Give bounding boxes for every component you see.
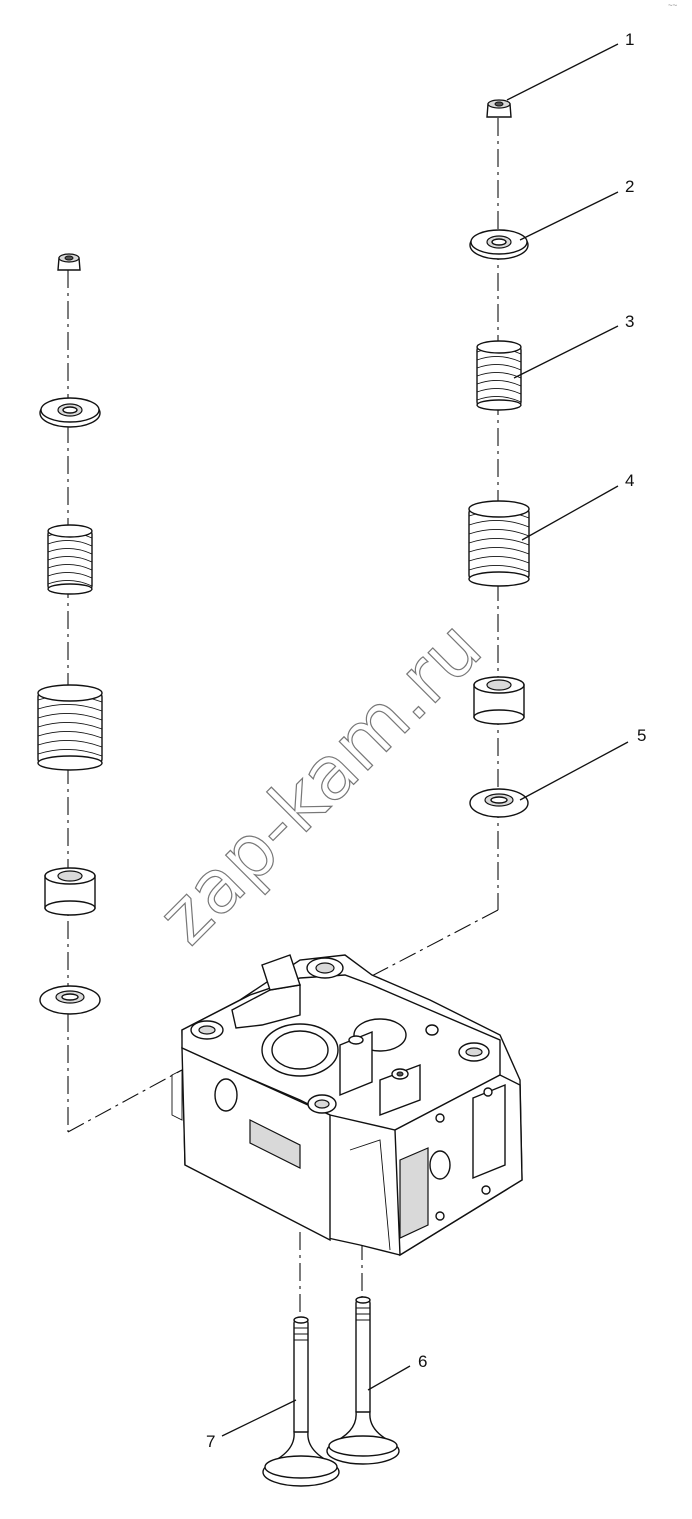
right-valve-stack	[468, 99, 530, 818]
right-valve-stem-seal	[473, 676, 525, 725]
right-spring-washer	[469, 788, 529, 818]
callout-4: 4	[625, 471, 634, 490]
callout-labels: 1 2 3 4 5 6 7	[206, 30, 646, 1451]
watermark-text: zap-kam.ru	[142, 605, 498, 961]
left-inner-spring	[47, 524, 93, 595]
callout-1: 1	[625, 30, 634, 49]
left-valve-stem-seal	[44, 867, 96, 916]
exhaust-valve	[262, 1316, 340, 1487]
callout-6: 6	[418, 1352, 427, 1371]
right-inner-spring	[476, 340, 522, 411]
callout-7: 7	[206, 1432, 215, 1451]
callout-5: 5	[637, 726, 646, 745]
left-spring-washer	[39, 985, 101, 1015]
cylinder-head	[171, 954, 523, 1257]
left-valve-keeper	[57, 253, 81, 271]
right-valve-keeper	[486, 99, 512, 118]
leader-lines	[221, 43, 629, 1437]
callout-3: 3	[625, 312, 634, 331]
right-spring-retainer	[469, 229, 529, 260]
left-outer-spring	[37, 684, 103, 771]
left-spring-retainer	[39, 397, 101, 428]
left-valve-stack	[37, 253, 103, 1015]
callout-2: 2	[625, 177, 634, 196]
right-outer-spring	[468, 500, 530, 587]
intake-valve	[326, 1296, 400, 1465]
corner-mark: ~~	[668, 1, 678, 10]
